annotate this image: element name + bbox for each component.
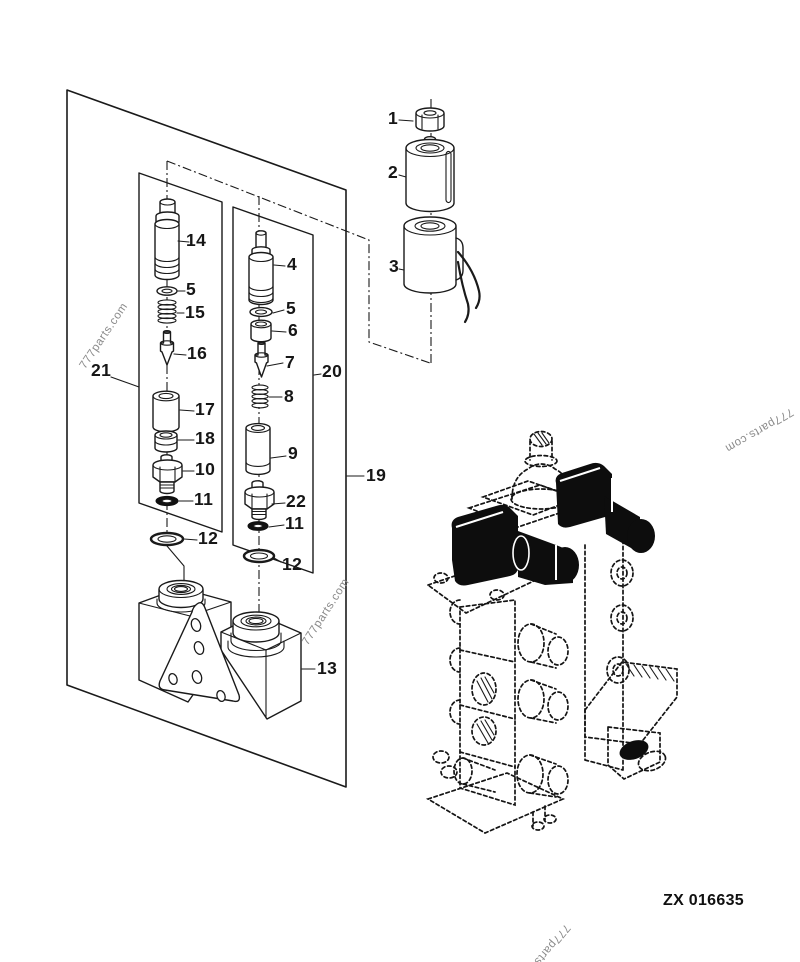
part-17-spacer (152, 390, 180, 433)
callout-19: 19 (366, 465, 387, 485)
part-5-washer-left (156, 286, 178, 296)
callout-9: 9 (288, 443, 299, 463)
solenoid-highlight-right (555, 462, 655, 553)
callout-4: 4 (287, 254, 298, 274)
part-7-needle-valve (254, 341, 269, 378)
part-22-fitting (244, 480, 275, 521)
drawing-code: ZX 016635 (663, 892, 744, 909)
solenoid-highlight-left (451, 504, 518, 586)
callout-13: 13 (317, 658, 338, 678)
callout-22: 22 (286, 491, 307, 511)
leader-lines (110, 119, 414, 670)
callout-5-left: 5 (186, 279, 197, 299)
group-box-20 (232, 206, 314, 574)
group-box-21 (138, 172, 223, 533)
part-13-valve-body (138, 545, 302, 720)
part-5-washer-right (249, 306, 273, 318)
part-3-solenoid-coil (403, 216, 481, 324)
part-12-washer-right-large (242, 548, 276, 564)
callout-10: 10 (195, 459, 216, 479)
coil-wire (456, 250, 481, 310)
callout-2: 2 (388, 162, 399, 182)
part-14-cartridge (154, 198, 180, 281)
callout-3: 3 (389, 256, 400, 276)
part-6-seat-cup (250, 319, 272, 343)
callout-8: 8 (284, 386, 295, 406)
callout-20: 20 (322, 361, 343, 381)
callout-11-left: 11 (194, 489, 214, 509)
coil-wire (456, 260, 470, 324)
callout-12-right: 12 (282, 554, 303, 574)
part-2-cover (405, 138, 455, 213)
callout-21: 21 (91, 360, 112, 380)
right-boss (227, 611, 285, 658)
part-15-spring (157, 299, 177, 324)
part-18-seat (154, 430, 178, 453)
part-1-nut (415, 107, 445, 142)
part-9-sleeve (245, 422, 271, 476)
callout-14: 14 (186, 230, 207, 250)
part-10-fitting (152, 454, 183, 495)
callout-5-right: 5 (286, 298, 297, 318)
solenoid-highlight-center (512, 531, 579, 585)
callout-6: 6 (288, 320, 299, 340)
callout-17: 17 (195, 399, 216, 419)
part-12-washer-left-large (149, 531, 185, 547)
left-boss (156, 579, 206, 613)
assembled-valve-view (425, 430, 678, 834)
part-11-seal-right (247, 521, 269, 531)
part-8-spring (251, 384, 269, 409)
callout-1: 1 (388, 108, 399, 128)
part-16-needle-valve (159, 330, 175, 366)
callout-12-left: 12 (198, 528, 219, 548)
callout-15: 15 (185, 302, 206, 322)
callout-11-right: 11 (285, 513, 305, 533)
callout-18: 18 (195, 428, 216, 448)
part-11-seal-left (155, 495, 179, 507)
callout-16: 16 (187, 343, 208, 363)
part-4-cartridge (248, 230, 274, 306)
callout-7: 7 (285, 352, 296, 372)
